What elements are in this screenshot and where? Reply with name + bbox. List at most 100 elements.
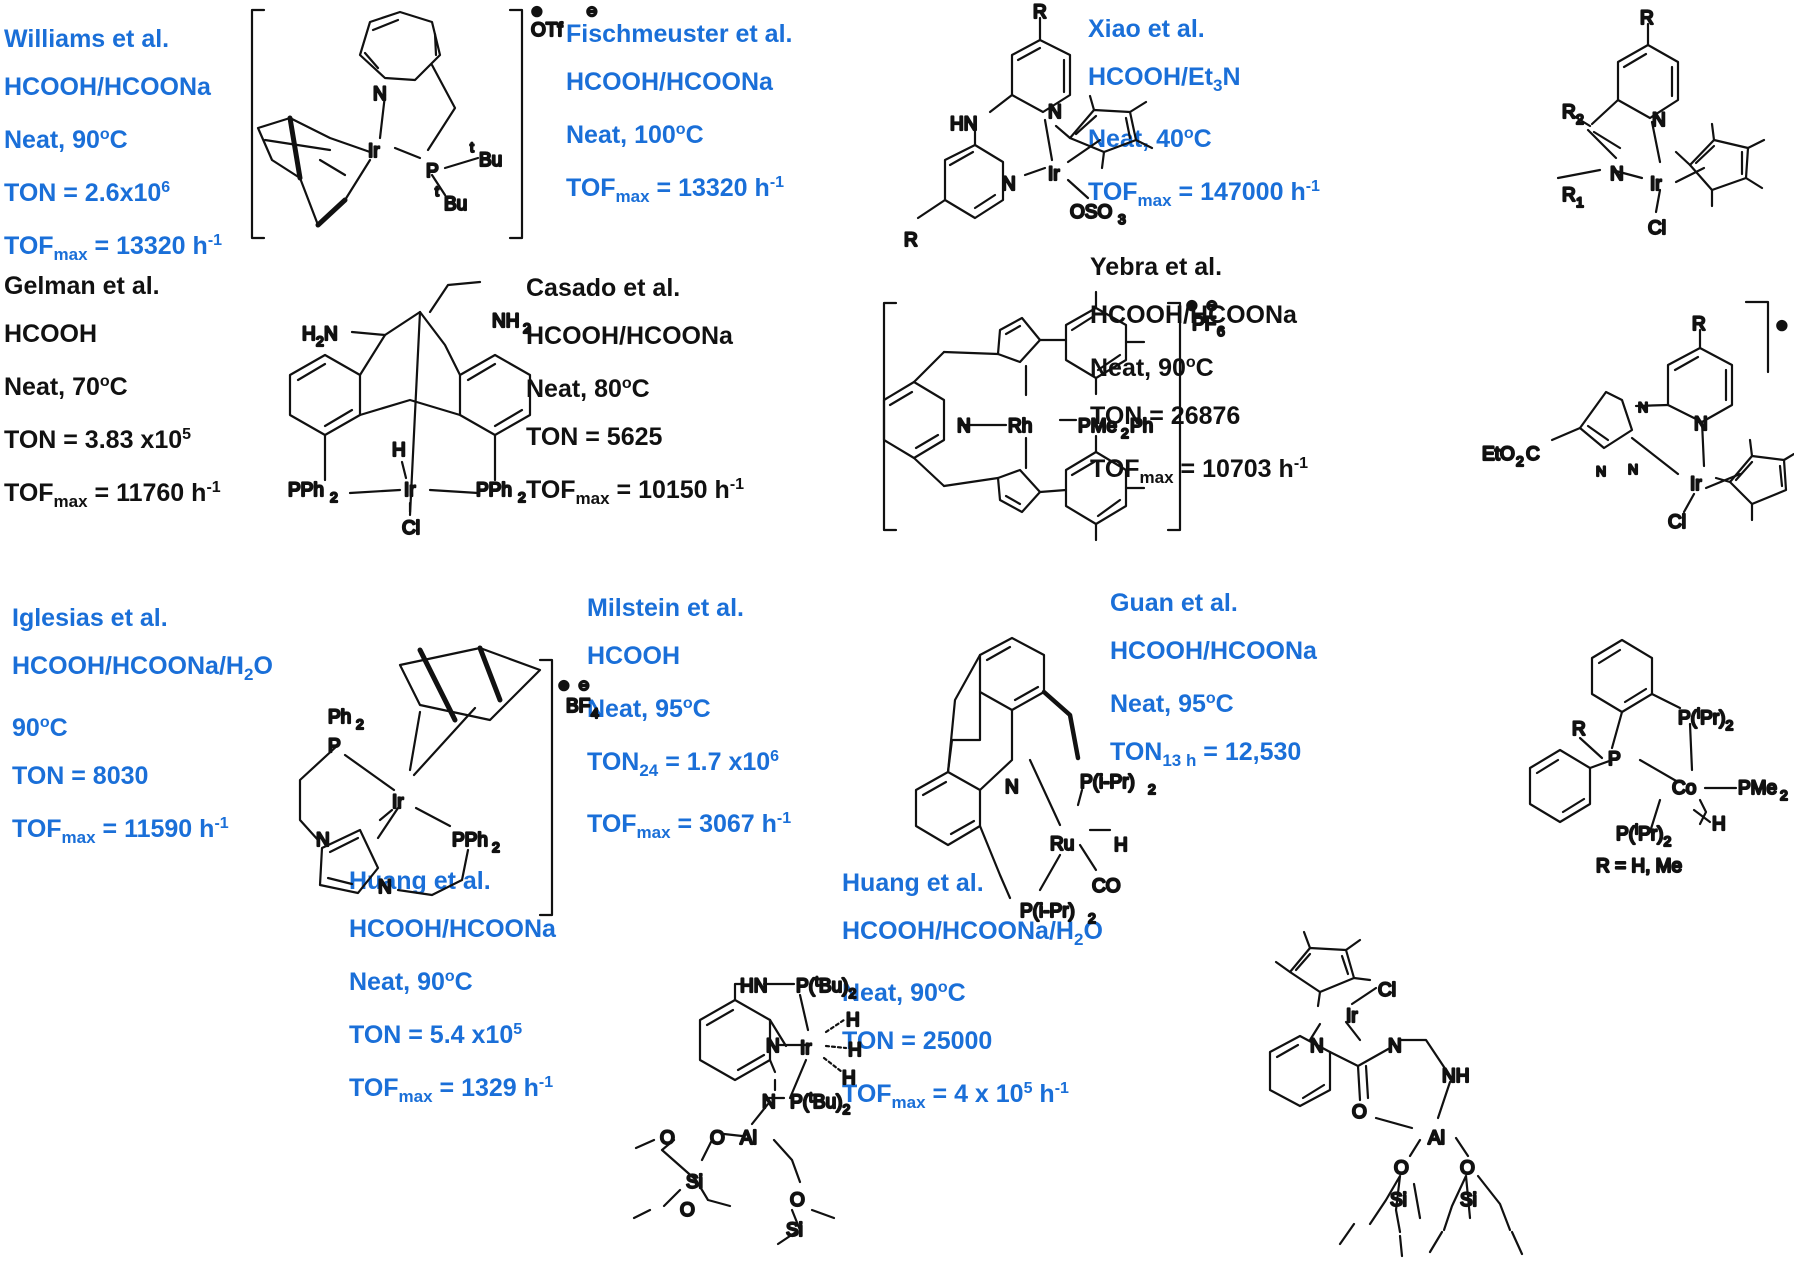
casado-plus: ⊕ <box>1186 297 1198 313</box>
fischmeuster-sub3: 3 <box>1118 211 1126 227</box>
huang2-n1: N <box>1310 1036 1324 1057</box>
iglesias-anion: BF <box>566 696 590 717</box>
fischmeuster-structure: N N HN Ir OSO 3 R R <box>903 1 1154 252</box>
iglesias-ph2-sub: 2 <box>356 716 364 732</box>
huang1-si2: Si <box>786 1220 803 1241</box>
xiao-n1: N <box>1610 164 1624 185</box>
author: Fischmeuster et al. <box>566 20 793 48</box>
ton: TON = 2.6x106 <box>4 179 171 207</box>
tof: TOFmax = 11760 h-1 <box>4 479 221 511</box>
gelman-cl: Cl <box>402 518 420 539</box>
author: Yebra et al. <box>1090 253 1223 281</box>
williams-t2: t <box>435 183 439 199</box>
fischmeuster-r1: R <box>1033 2 1047 23</box>
entry-fischmeuster: Fischmeuster et al. HCOOH/HCOONa Neat, 1… <box>566 10 792 221</box>
yebra-r: R <box>1692 314 1706 335</box>
gelman-sub2a: 2 <box>330 489 338 505</box>
casado-ligand-tail: Ph <box>1130 416 1153 437</box>
williams-anion: OTf <box>531 20 563 41</box>
bracket-left <box>882 301 898 532</box>
milstein-h: H <box>1114 835 1128 856</box>
iglesias-minus: ⊖ <box>578 677 590 693</box>
entry-guan: Guan et al. HCOOH/HCOONa Neat, 95oC TON1… <box>1110 579 1317 785</box>
iglesias-structure: Ph 2 P Ir PPh 2 N N ⊕ ⊖ BF 4 <box>298 645 600 917</box>
gelman-h: H <box>392 440 406 461</box>
milstein-metal: Ru <box>1050 834 1074 855</box>
williams-minus: ⊖ <box>586 3 598 19</box>
bracket-left <box>250 8 266 240</box>
temperature: Neat, 80oC <box>526 375 650 403</box>
guan-p: P <box>1608 749 1621 770</box>
iglesias-anion-sub: 4 <box>591 705 599 721</box>
fischmeuster-r2: R <box>904 230 918 251</box>
casado-structure: N Rh PMe 2 Ph ⊕ ⊖ PF 6 <box>882 290 1226 542</box>
xiao-r2: R <box>1562 102 1576 123</box>
guan-pme2-sub: 2 <box>1780 787 1788 803</box>
iglesias-ph2: Ph <box>328 707 351 728</box>
huang2-nh: NH <box>1442 1066 1469 1087</box>
gelman-pph2a: PPh <box>288 480 324 501</box>
guan-pipr-bottom: P(iPr)2 <box>1616 821 1671 849</box>
author: Gelman et al. <box>4 272 160 300</box>
xiao-r1sub: 1 <box>1576 194 1584 210</box>
author: Xiao et al. <box>1088 15 1205 43</box>
conditions: HCOOH/Et3N <box>1088 63 1241 95</box>
yebra-n1: N <box>1638 399 1648 415</box>
casado-metal: Rh <box>1008 416 1032 437</box>
ton: TON = 3.83 x105 <box>4 426 192 454</box>
huang1-h1: H <box>846 1010 860 1031</box>
iglesias-pph2-sub: 2 <box>492 839 500 855</box>
conditions: HCOOH <box>587 642 681 670</box>
huang1-hn: HN <box>740 976 767 997</box>
williams-t1: t <box>470 139 474 155</box>
author: Milstein et al. <box>587 594 744 622</box>
casado-ligand: PMe <box>1078 416 1117 437</box>
conditions: HCOOH/HCOONa/H2O <box>12 652 273 684</box>
conditions: HCOOH/HCOONa <box>566 68 773 96</box>
gelman-structure: H 2 N NH 2 PPh 2 PPh 2 H Ir Cl <box>287 280 532 540</box>
williams-tbu1: Bu <box>479 150 502 171</box>
entry-milstein: Milstein et al. HCOOH Neat, 95oC TON24 =… <box>587 584 791 857</box>
fischmeuster-hn: HN <box>950 114 977 135</box>
xiao-metal: Ir <box>1650 174 1662 195</box>
temperature: Neat, 95oC <box>1110 690 1234 718</box>
huang2-o3: O <box>1460 1158 1475 1179</box>
ton: TON = 25000 <box>842 1027 993 1055</box>
author: Guan et al. <box>1110 589 1238 617</box>
huang2-metal: Ir <box>1346 1006 1358 1027</box>
temperature: Neat, 95oC <box>587 695 711 723</box>
ton: TON = 5625 <box>526 423 663 451</box>
tof: TOFmax = 10703 h-1 <box>1090 455 1309 487</box>
huang1-n2: N <box>762 1092 776 1113</box>
bracket-right <box>508 8 524 240</box>
entry-gelman: Gelman et al. HCOOH Neat, 70oC TON = 3.8… <box>4 262 221 526</box>
temperature: Neat, 70oC <box>4 373 128 401</box>
entry-williams: Williams et al. HCOOH/HCOONa Neat, 90oC … <box>4 15 222 279</box>
tof: TOFmax = 10150 h-1 <box>526 476 745 508</box>
tof: TOFmax = 147000 h-1 <box>1088 178 1320 210</box>
conditions: HCOOH/HCOONa <box>526 322 733 350</box>
huang2-cl: Cl <box>1378 980 1396 1001</box>
temperature: Neat, 90oC <box>842 979 966 1007</box>
casado-ligand-sub: 2 <box>1121 425 1129 441</box>
yebra-structure: R ⊕ EtO 2 C N N N N Ir Cl <box>1481 300 1794 534</box>
author: Iglesias et al. <box>12 604 168 632</box>
yebra-ester-tail: C <box>1526 444 1540 465</box>
ton: TON = 26876 <box>1090 402 1241 430</box>
huang1-n: N <box>766 1036 780 1057</box>
guan-h: H <box>1712 814 1726 835</box>
conditions: HCOOH <box>4 320 98 348</box>
temperature: Neat, 90oC <box>349 968 473 996</box>
xiao-r1: R <box>1562 185 1576 206</box>
huang1-metal: Ir <box>800 1038 812 1059</box>
yebra-n3: N <box>1628 461 1638 477</box>
tof: TOFmax = 4 x 105 h-1 <box>842 1080 1069 1112</box>
milstein-p1: P(i-Pr) <box>1080 772 1135 793</box>
huang1-si1: Si <box>686 1172 703 1193</box>
entry-yebra: Yebra et al. HCOOH/HCOONa Neat, 90oC TON… <box>1090 243 1308 502</box>
yebra-ester: EtO <box>1482 444 1515 465</box>
huang1-o2: O <box>790 1190 805 1211</box>
conditions: HCOOH/HCOONa/H2O <box>842 917 1103 949</box>
yebra-ester-sub: 2 <box>1516 453 1524 469</box>
